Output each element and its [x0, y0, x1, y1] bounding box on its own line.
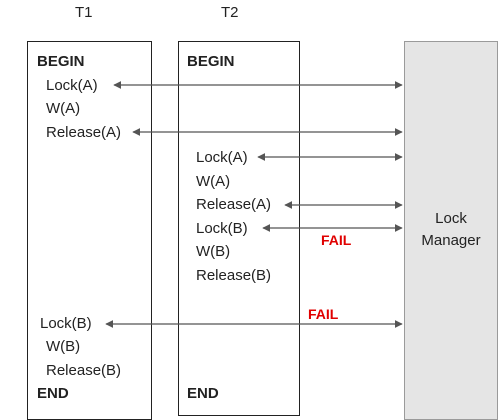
t1-begin: BEGIN	[37, 53, 85, 70]
t2-begin: BEGIN	[187, 53, 235, 70]
t2-op-lock-a: Lock(A)	[196, 149, 248, 166]
fail-label-t2-lock-b: FAIL	[321, 232, 352, 248]
fail-label-t1-lock-b: FAIL	[308, 306, 339, 322]
t2-op-w-a: W(A)	[196, 173, 231, 190]
t1-op-w-a: W(A)	[46, 100, 81, 117]
t2-op-w-b: W(B)	[196, 243, 231, 260]
t1-op-lock-b: Lock(B)	[40, 315, 92, 332]
t1-op-lock-a: Lock(A)	[46, 77, 98, 94]
t2-op-release-a: Release(A)	[196, 196, 272, 213]
t1-box	[27, 41, 152, 420]
t1-header: T1	[75, 4, 93, 21]
t1-op-release-b: Release(B)	[46, 362, 122, 379]
t2-end: END	[187, 385, 219, 402]
t1-op-release-a: Release(A)	[46, 124, 122, 141]
lock-manager-box	[404, 41, 498, 420]
t2-header: T2	[221, 4, 239, 21]
t2-op-lock-b: Lock(B)	[196, 220, 248, 237]
t2-op-release-b: Release(B)	[196, 267, 272, 284]
lock-manager-line2: Manager	[421, 232, 481, 249]
lock-manager-label: Lock Manager	[404, 208, 498, 252]
t1-op-w-b: W(B)	[46, 338, 81, 355]
lock-manager-line1: Lock	[435, 210, 467, 227]
t1-end: END	[37, 385, 69, 402]
